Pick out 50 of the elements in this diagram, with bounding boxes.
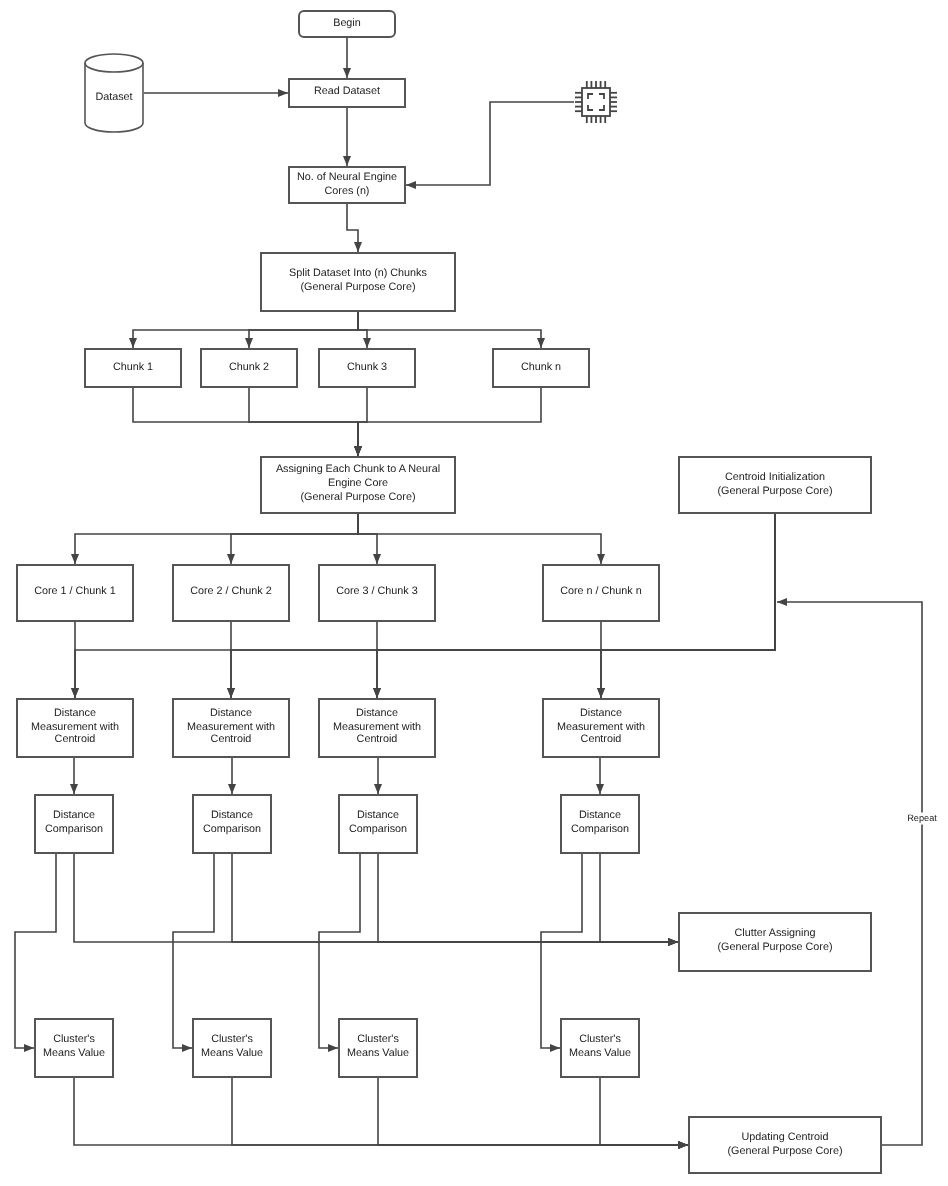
arrow xyxy=(357,311,545,349)
arrow xyxy=(357,513,605,565)
process-box xyxy=(16,564,134,622)
arrow xyxy=(597,513,776,699)
arrow xyxy=(776,598,923,1146)
process-box xyxy=(172,564,290,622)
arrow xyxy=(599,1077,689,1149)
process-box xyxy=(192,794,272,854)
chip-icon xyxy=(574,80,618,124)
process-box xyxy=(678,456,872,514)
process-box xyxy=(678,912,872,972)
process-box xyxy=(260,252,456,312)
process-box xyxy=(288,166,406,204)
process-box xyxy=(560,1018,640,1078)
arrow xyxy=(343,107,351,167)
process-box xyxy=(200,348,298,388)
arrow xyxy=(346,203,362,253)
process-box xyxy=(318,564,436,622)
arrow xyxy=(343,37,351,79)
arrow xyxy=(405,101,575,189)
process-box xyxy=(338,794,418,854)
process-box xyxy=(688,1116,882,1174)
process-box xyxy=(34,794,114,854)
arrow xyxy=(596,757,604,795)
process-box xyxy=(318,698,436,758)
arrow xyxy=(599,853,679,946)
arrow xyxy=(143,89,289,97)
process-box xyxy=(34,1018,114,1078)
arrow xyxy=(70,757,78,795)
process-box xyxy=(318,348,416,388)
process-box xyxy=(492,348,590,388)
arrow xyxy=(172,853,215,1052)
arrow xyxy=(354,387,542,457)
process-box xyxy=(542,698,660,758)
process-box xyxy=(260,456,456,514)
start-terminal xyxy=(298,10,396,38)
process-box xyxy=(338,1018,418,1078)
arrow xyxy=(318,853,361,1052)
process-box xyxy=(288,78,406,108)
arrow xyxy=(540,853,583,1052)
database-cylinder xyxy=(84,54,144,132)
arrow xyxy=(374,757,382,795)
process-box xyxy=(560,794,640,854)
process-box xyxy=(16,698,134,758)
process-box xyxy=(84,348,182,388)
arrow xyxy=(14,853,57,1052)
process-box xyxy=(172,698,290,758)
arrow xyxy=(228,757,236,795)
process-box xyxy=(192,1018,272,1078)
process-box xyxy=(542,564,660,622)
